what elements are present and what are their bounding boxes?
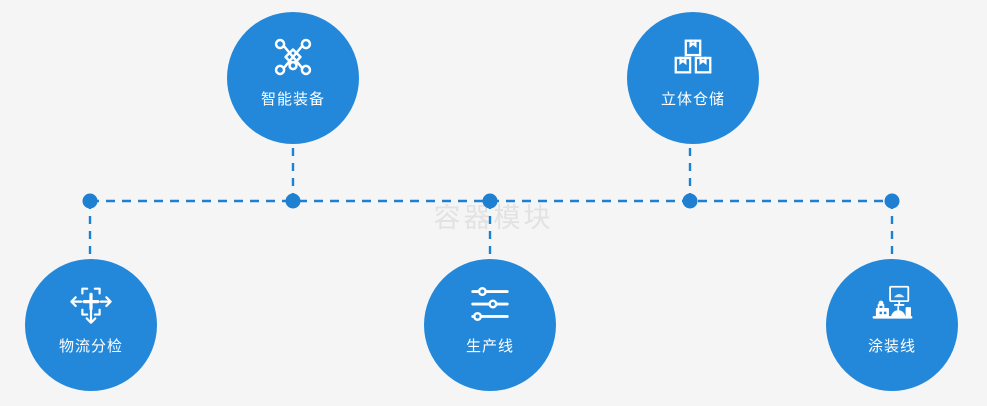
stacked-boxes-icon [670,34,716,80]
module-circle-intelligent-equipment[interactable]: 智能装备 [227,12,359,144]
module-label-logistics-sorting: 物流分检 [58,337,123,355]
junction-node-4[interactable] [682,193,698,209]
module-label-intelligent-equipment: 智能装备 [260,90,325,108]
sliders-icon [467,281,513,327]
junction-node-1[interactable] [82,193,98,209]
junction-node-2[interactable] [285,193,301,209]
junction-node-3[interactable] [482,193,498,209]
module-circle-production-line[interactable]: 生产线 [424,259,556,391]
module-label-painting-line: 涂装线 [867,337,916,355]
module-circle-stereo-warehouse[interactable]: 立体仓储 [627,12,759,144]
network-nodes-icon [270,34,316,80]
painting-machine-icon [869,281,915,327]
module-label-stereo-warehouse: 立体仓储 [660,90,725,108]
junction-node-5[interactable] [884,193,900,209]
sorting-arrows-icon [68,281,114,327]
module-label-production-line: 生产线 [465,337,514,355]
module-circle-painting-line[interactable]: 涂装线 [826,259,958,391]
module-circle-logistics-sorting[interactable]: 物流分检 [25,259,157,391]
